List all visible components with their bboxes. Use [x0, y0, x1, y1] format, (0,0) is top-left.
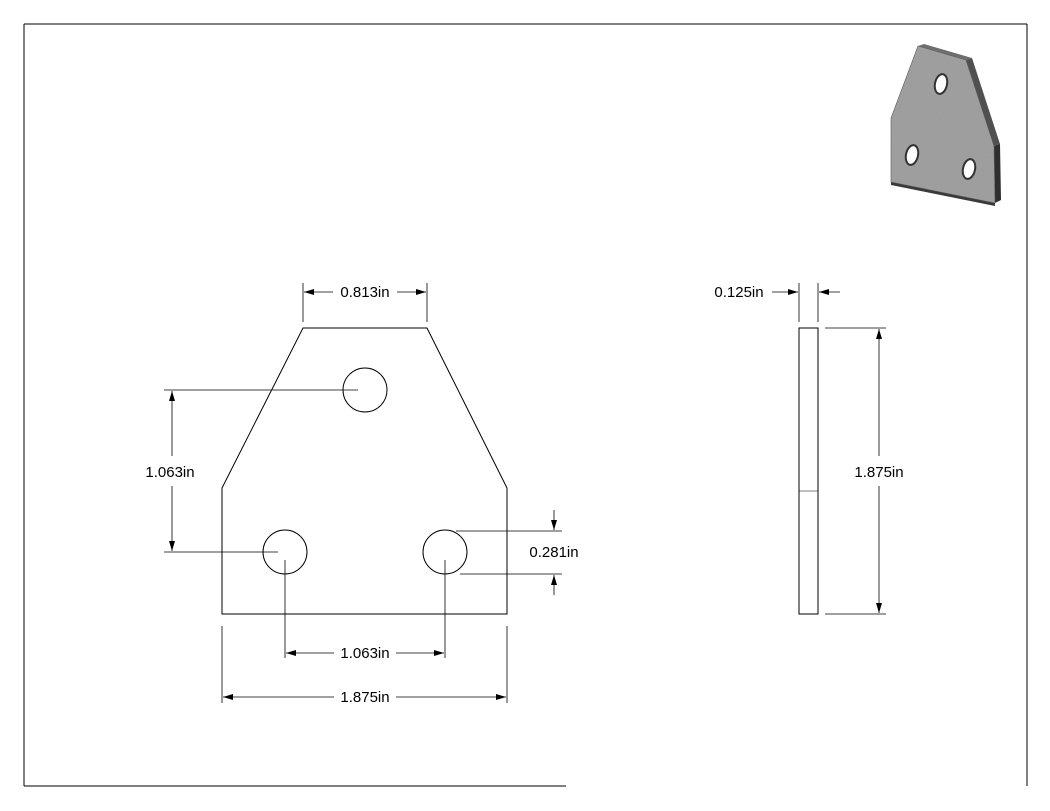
- iso-hole-top: [933, 73, 949, 95]
- iso-hole-right: [961, 158, 977, 180]
- dim-hole-vertical-label: 1.063in: [145, 464, 194, 481]
- dim-overall-width: [221, 626, 508, 703]
- dim-overall-height: [825, 327, 886, 615]
- dim-hole-offset: [456, 510, 562, 595]
- sheet-border: [23, 23, 1028, 787]
- dim-top-width: [302, 283, 428, 322]
- dim-hole-spacing: [284, 560, 446, 658]
- side-view: [798, 327, 819, 615]
- side-view-outline: [798, 327, 819, 615]
- dim-overall-width-label: 1.875in: [340, 689, 389, 706]
- plate-outline: [221, 327, 508, 615]
- dim-hole-spacing-label: 1.063in: [340, 645, 389, 662]
- dim-hole-offset-label: 0.281in: [529, 544, 578, 561]
- front-view: [221, 327, 508, 615]
- dim-thickness-label: 0.125in: [714, 284, 763, 301]
- dim-top-width-label: 0.813in: [340, 284, 389, 301]
- iso-hole-left: [904, 144, 920, 166]
- iso-view: [890, 44, 1001, 206]
- dim-thickness: [772, 283, 840, 322]
- dim-overall-height-label: 1.875in: [854, 464, 903, 481]
- dim-hole-vertical: [164, 389, 358, 553]
